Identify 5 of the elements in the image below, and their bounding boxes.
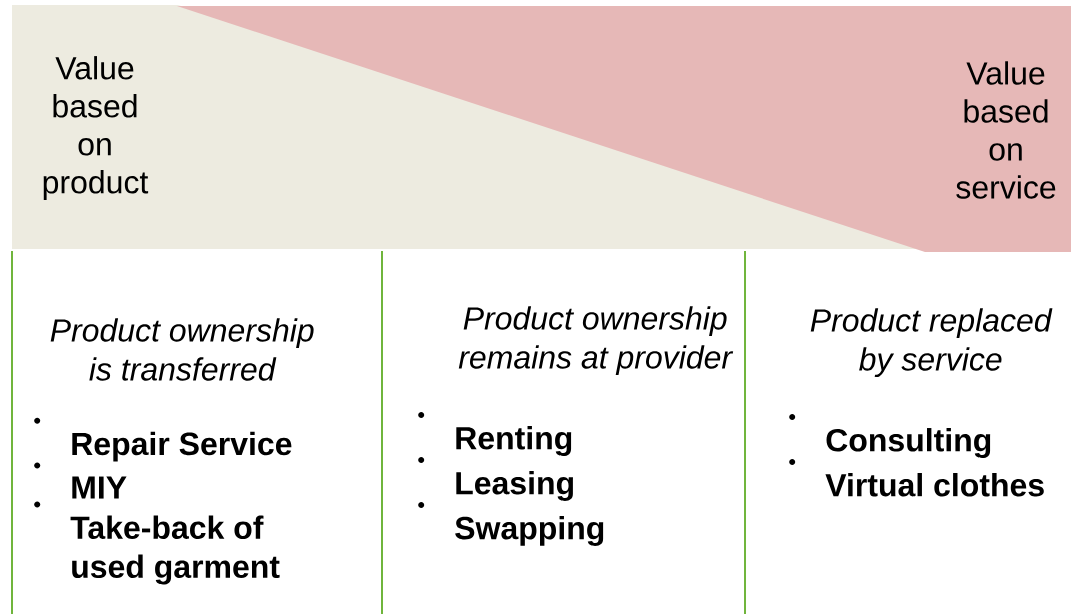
band: Value based on service — [177, 6, 1071, 252]
band: Value based on product — [12, 5, 925, 249]
column-text: Product ownership remains at provider Renting Leasing Swapping — [418, 306, 734, 546]
column-text: Product ownership is transferred Repair Service MIY Take-back of used garment — [34, 318, 314, 585]
column-text: Product replaced by service Consulting Virtual clothes — [789, 308, 1053, 497]
